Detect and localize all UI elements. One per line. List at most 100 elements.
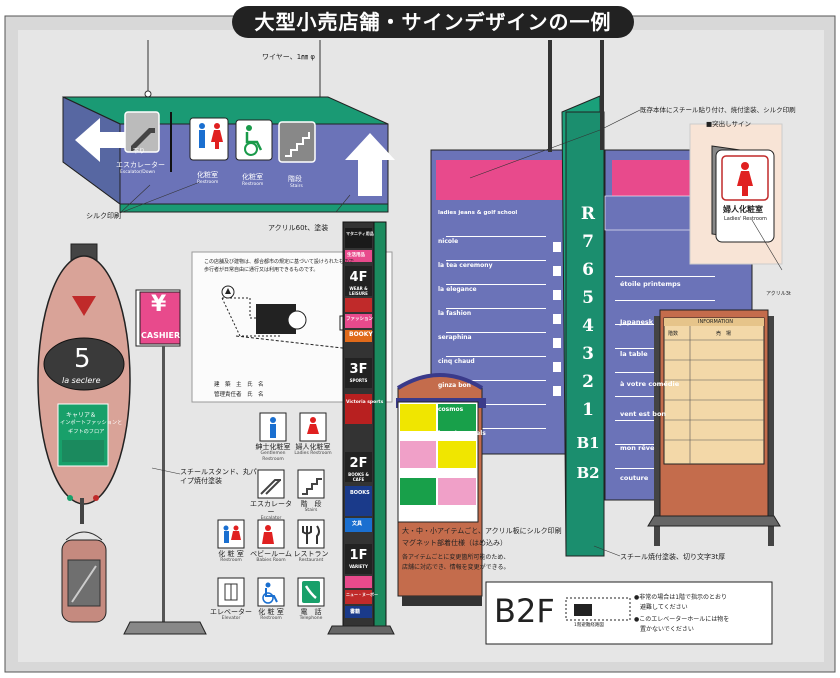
stairs-sub: Stairs bbox=[290, 184, 303, 189]
big-dir-store-8: cosmos bbox=[438, 406, 464, 413]
arrow-up-icon bbox=[345, 133, 395, 196]
stairs-label: 階段 bbox=[288, 175, 302, 183]
big-dir-store-3: la elegance bbox=[438, 286, 477, 293]
big-dir-heading: ladies jeans & golf school bbox=[438, 210, 518, 216]
vfloor-6: 6 bbox=[582, 260, 594, 280]
vfloor-3: 3 bbox=[582, 344, 594, 364]
escalator-icon bbox=[124, 111, 160, 153]
big-dir-right-5: mon rêve bbox=[620, 444, 655, 452]
arrow-left-icon bbox=[75, 118, 125, 162]
big-dir-store-1: nicole bbox=[438, 238, 459, 245]
big-dir-right-1: Japanesk bbox=[620, 318, 654, 326]
info-col-2: 売 場 bbox=[716, 331, 732, 337]
magnet-note-3: 各アイテムごとに変更箇所可能のため、 bbox=[402, 554, 510, 561]
oval-tenant: la seclere bbox=[62, 376, 101, 385]
kiosk-floor-guide bbox=[396, 373, 486, 606]
dir-row-3: BOOKY bbox=[349, 331, 373, 338]
acryl-callout: アクリル60t、塗装 bbox=[268, 224, 329, 232]
big-dir-right-2: la table bbox=[620, 350, 648, 358]
accessible-label: 化粧室 bbox=[242, 173, 263, 181]
vfloor-4: 4 bbox=[582, 316, 594, 336]
info-board bbox=[647, 309, 781, 546]
projecting-restroom-sign bbox=[689, 123, 783, 271]
dir-row-6: 文具 bbox=[352, 521, 363, 527]
dir-floor-4f: 4F bbox=[349, 270, 368, 285]
escalator-down-label: 下り bbox=[133, 148, 146, 155]
wire-callout: ワイヤー、1㎜ φ bbox=[262, 53, 316, 61]
dir-row-1: 生活用品 bbox=[347, 253, 365, 258]
elevator-note-2: ●このエレベーターホールには物を bbox=[634, 616, 730, 623]
accessible-sub: Restroom bbox=[242, 182, 264, 187]
elevator-note-2b: 置かないでください bbox=[640, 626, 694, 633]
steel-body-callout: 既存本体にスチール貼り付け、焼付塗装、シルク印刷 bbox=[640, 106, 796, 114]
projecting-sign-callout: ■突出しサイン bbox=[706, 120, 752, 128]
law-row-1: 建 築 主 氏 名 bbox=[214, 382, 264, 388]
dir-row-5: BOOKS bbox=[350, 490, 370, 496]
steel-stand-callout: スチールスタンド、丸パイプ焼付塗装 bbox=[180, 468, 257, 485]
elevator-note-1b: 避難してください bbox=[640, 604, 688, 611]
magnet-note-4: 店舗に対応でき、情報を変更ができる。 bbox=[402, 564, 510, 571]
dir-floor-3f: 3F bbox=[349, 362, 368, 377]
info-col-1: 階数 bbox=[668, 331, 679, 337]
dir-row-7: ニュー・ヌーボー bbox=[346, 592, 378, 597]
proj-restroom-sub: Ladies' Restroom bbox=[724, 216, 767, 222]
restroom-icon bbox=[189, 117, 229, 161]
big-dir-right-0: étoile printemps bbox=[620, 280, 681, 288]
pictogram-grid bbox=[217, 412, 327, 607]
vfloor-b2: B2 bbox=[576, 464, 600, 482]
dir-floor-1f-sub: VARIETY bbox=[349, 564, 368, 569]
vfloor-5: 5 bbox=[582, 288, 594, 308]
law-text-2: 歩行者が日常自由に通行又は利用できるものです。 bbox=[204, 267, 319, 273]
law-row-2: 管理責任者 氏 名 bbox=[214, 392, 264, 398]
elevator-map-caption: 1階避難経路図 bbox=[574, 623, 604, 628]
big-dir-store-6: cinq chaud bbox=[438, 358, 475, 365]
vfloor-1: 1 bbox=[582, 400, 594, 420]
cashier-label: CASHIER bbox=[141, 331, 181, 340]
elevator-floor: B2F bbox=[494, 592, 555, 630]
oval-floor-number: 5 bbox=[74, 344, 91, 374]
oval-panel-line3: ギフトのフロア bbox=[68, 429, 105, 435]
dir-row-4: Victoria sports bbox=[346, 400, 384, 405]
dir-floor-1f: 1F bbox=[349, 548, 368, 563]
big-dir-store-7: ginza bon bbox=[438, 382, 471, 389]
proj-restroom-label: 婦人化粧室 bbox=[723, 205, 763, 214]
magnet-note-1: 大・中・小アイテムごと、アクリル板にシルク印刷 bbox=[402, 527, 562, 535]
escalator-sub: Escalator/Down bbox=[120, 170, 156, 175]
dir-floor-3f-sub: SPORTS bbox=[349, 378, 368, 383]
big-dir-store-5: seraphina bbox=[438, 334, 472, 341]
big-dir-right-4: vent est bon bbox=[620, 410, 667, 418]
oval-panel-line1: キャリア＆ bbox=[66, 412, 97, 419]
directory-column bbox=[327, 221, 395, 635]
dir-floor-2f-sub: BOOKS & CAFE bbox=[348, 472, 369, 482]
cashier-stand bbox=[123, 289, 207, 635]
big-dir-store-4: la fashion bbox=[438, 310, 472, 317]
elevator-note-1: ●非常の場合は1階で指示のとおり bbox=[634, 594, 728, 601]
acryl-small-callout: アクリル3t bbox=[766, 291, 791, 297]
dir-floor-2f: 2F bbox=[349, 456, 368, 471]
dir-floor-4f-sub: WEAR & LEISURE bbox=[349, 286, 368, 296]
dir-row-2: ファッション bbox=[346, 317, 373, 322]
steel-bake-callout: スチール焼付塗装、切り文字3t厚 bbox=[620, 553, 726, 561]
vfloor-b1: B1 bbox=[576, 434, 600, 452]
magnet-note-2: マグネット部着仕様（はめ込み） bbox=[402, 539, 507, 547]
silk-callout: シルク印刷 bbox=[86, 212, 121, 220]
page-title: 大型小売店舗・サインデザインの一例 bbox=[232, 6, 634, 38]
law-text-1: この店舗及び建物は、都合都市の規定に基づいて設けられたもので bbox=[204, 259, 354, 265]
info-header: INFORMATION bbox=[698, 319, 734, 325]
big-dir-store-9: beauty angels bbox=[438, 430, 486, 437]
restroom-label: 化粧室 bbox=[197, 171, 218, 179]
oval-panel-line2: インポートファッションと bbox=[60, 420, 123, 426]
dir-row-0: マタニティ用品 bbox=[346, 231, 374, 236]
